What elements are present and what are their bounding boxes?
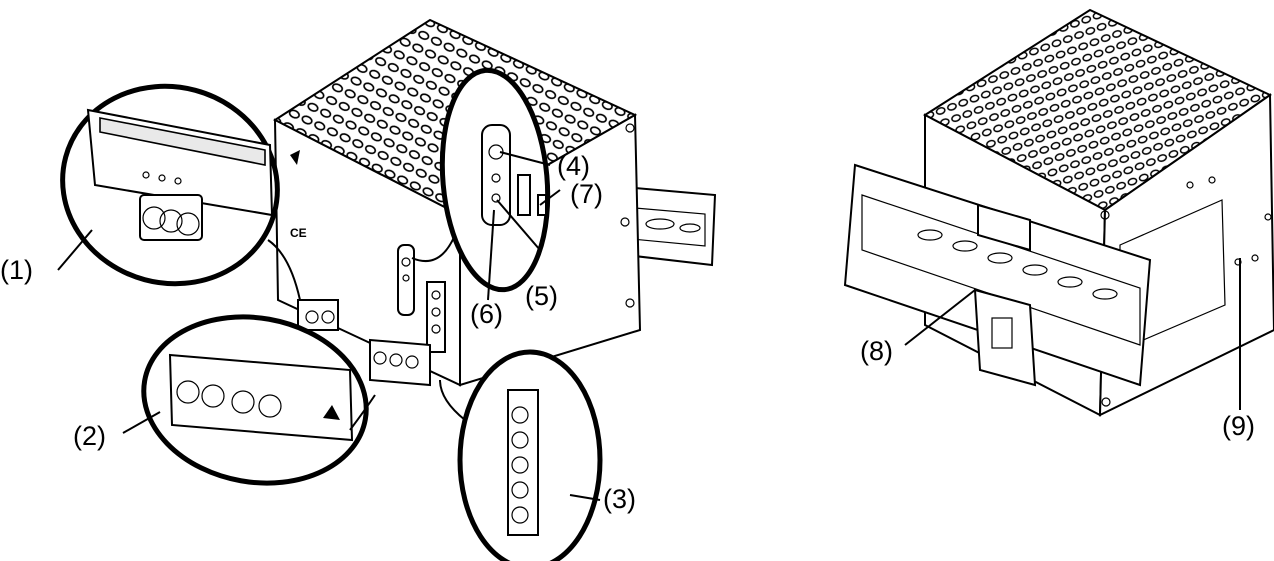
rear-screws	[1100, 176, 1272, 407]
power-supply-rear-view: (8) (9)	[843, 8, 1274, 441]
output-terminal-small	[369, 338, 431, 387]
front-control-strip	[397, 244, 415, 316]
din-clip	[973, 203, 1037, 387]
power-supply-front-view: CE	[0, 18, 717, 561]
zoom-bubble-controls	[411, 67, 551, 293]
signal-connector-small	[426, 281, 446, 353]
zoom-bubble-signal	[439, 349, 603, 561]
leader-8	[904, 289, 976, 346]
callout-6: (6)	[470, 299, 503, 329]
callout-1: (1)	[0, 255, 33, 285]
din-rail-right	[843, 163, 1152, 387]
callout-9: (9)	[1222, 411, 1255, 441]
leader-lines-left	[57, 151, 601, 501]
housing-side	[459, 113, 642, 387]
model-mark: CE	[290, 226, 307, 240]
brand-logo	[290, 150, 300, 165]
callout-8: (8)	[860, 336, 893, 366]
warning-icon	[323, 405, 340, 420]
callout-2: (2)	[73, 421, 106, 451]
callout-7: (7)	[570, 179, 603, 209]
zoom-bubble-input	[60, 83, 301, 301]
callout-5: (5)	[525, 281, 558, 311]
callout-4: (4)	[557, 151, 590, 181]
input-terminal-small	[297, 299, 339, 331]
zoom-bubble-output	[141, 314, 376, 486]
callout-3: (3)	[603, 484, 636, 514]
